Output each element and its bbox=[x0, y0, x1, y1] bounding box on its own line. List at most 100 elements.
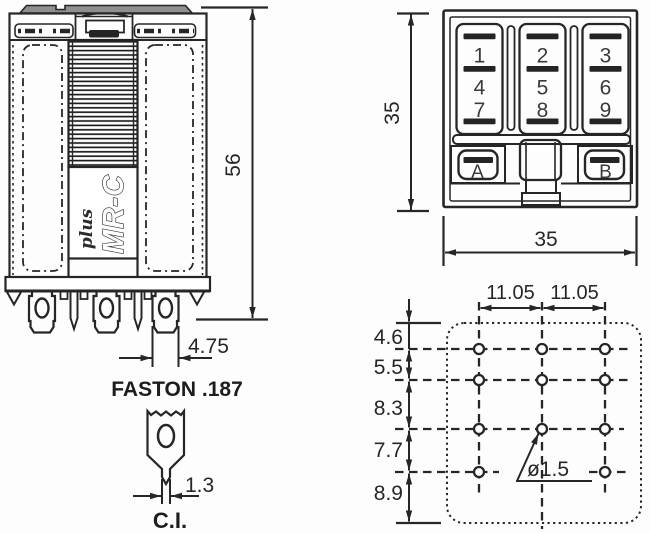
terminal-b: B bbox=[599, 162, 612, 183]
hole-dia-leader bbox=[516, 433, 540, 482]
hole bbox=[472, 342, 486, 356]
inner-cavity-left bbox=[22, 44, 63, 272]
latch-step-1 bbox=[525, 179, 557, 194]
dim-row-3-label: 8.3 bbox=[374, 397, 403, 420]
well-divider-sliver-1 bbox=[506, 25, 516, 131]
inner-cavity-right bbox=[145, 44, 194, 272]
pin-guide bbox=[143, 290, 153, 300]
relay-bottom-view: 1 2 3 4 5 6 7 8 9 A B bbox=[381, 9, 639, 266]
hole bbox=[598, 373, 612, 387]
faston-hole-3 bbox=[157, 297, 174, 319]
ci-pin-detail: 1.3 C.I. bbox=[133, 407, 214, 533]
slot bbox=[526, 118, 559, 125]
slot bbox=[463, 33, 496, 40]
slot bbox=[463, 118, 496, 125]
hole bbox=[472, 373, 486, 387]
foot-left bbox=[6, 291, 22, 307]
slot bbox=[526, 66, 559, 72]
hole-dia-label: ø1.5 bbox=[527, 458, 569, 481]
foot-right bbox=[189, 291, 205, 307]
hole bbox=[598, 465, 612, 479]
terminal-8: 8 bbox=[537, 99, 549, 122]
dim-row-2-label: 5.5 bbox=[374, 356, 403, 379]
dim-rows-chain: 4.6 5.5 8.3 7.7 8.9 bbox=[374, 299, 441, 525]
drill-holes bbox=[472, 342, 612, 479]
hole bbox=[472, 465, 486, 479]
brand-text: MR-C bbox=[98, 174, 130, 254]
dim-35v-label: 35 bbox=[381, 101, 404, 124]
faston-terminal-1 bbox=[27, 291, 57, 334]
dim-56-label: 56 bbox=[222, 153, 245, 176]
hole bbox=[598, 342, 612, 356]
faston-type-label: FASTON .187 bbox=[111, 378, 243, 401]
faston-hole-2 bbox=[98, 297, 115, 319]
top-band-left-detail bbox=[14, 23, 74, 39]
divider-band bbox=[452, 134, 631, 145]
faston-terminals bbox=[27, 291, 180, 334]
latch-strip-hatched bbox=[67, 38, 139, 169]
pin-guide bbox=[59, 290, 69, 300]
ci-label: C.I. bbox=[153, 508, 187, 533]
slot bbox=[526, 33, 559, 40]
faston-hole-1 bbox=[34, 297, 50, 319]
dim-row-1-label: 4.6 bbox=[374, 326, 403, 349]
dim-475-label: 4.75 bbox=[188, 335, 229, 358]
faston-terminal-3 bbox=[151, 291, 180, 334]
socket-inner-square bbox=[449, 16, 632, 202]
dim-56: 56 bbox=[196, 6, 268, 321]
terminal-5: 5 bbox=[537, 77, 549, 100]
ci-pin-2 bbox=[133, 291, 143, 333]
ci-pins bbox=[59, 290, 153, 333]
slot bbox=[590, 157, 620, 163]
plateau-slot bbox=[89, 30, 119, 38]
slot bbox=[589, 33, 622, 40]
coil-well-a bbox=[457, 149, 499, 181]
hole bbox=[535, 342, 549, 356]
brand-label-plate bbox=[67, 165, 139, 260]
relay-top-cap bbox=[18, 4, 194, 14]
pcb-drill-plan: 11.05 11.05 4.6 5.5 8.3 7.7 8.9 ø1.5 bbox=[374, 282, 642, 529]
ci-terminal-outline bbox=[146, 407, 186, 487]
pin-guide bbox=[123, 290, 133, 300]
ci-terminal-hole bbox=[156, 423, 176, 449]
board-outline-dotted bbox=[446, 322, 642, 524]
terminal-9: 9 bbox=[600, 99, 612, 122]
pin-guide bbox=[79, 290, 89, 300]
brand-suffix-text: plus bbox=[77, 208, 97, 249]
dim-35-vertical: 35 bbox=[381, 12, 429, 213]
terminal-2: 2 bbox=[537, 45, 549, 68]
dim-35-horizontal: 35 bbox=[442, 216, 638, 266]
faston-terminal-2 bbox=[92, 291, 121, 334]
terminal-1: 1 bbox=[474, 45, 486, 68]
coil-wells: A B bbox=[450, 138, 633, 206]
terminal-6: 6 bbox=[600, 77, 612, 100]
dim-row-5-label: 8.9 bbox=[374, 482, 403, 505]
coil-well-b bbox=[583, 149, 626, 181]
hole bbox=[598, 422, 612, 436]
base-plate bbox=[4, 275, 212, 293]
terminal-a: A bbox=[471, 162, 484, 183]
dim-4-75: 4.75 bbox=[119, 326, 229, 367]
slot bbox=[589, 118, 622, 125]
slot bbox=[463, 157, 493, 163]
well-divider-sliver-2 bbox=[569, 25, 579, 131]
dim-cols: 11.05 11.05 bbox=[480, 282, 604, 312]
terminal-wells: 1 2 3 4 5 6 7 8 9 bbox=[455, 22, 630, 136]
terminal-3: 3 bbox=[600, 45, 612, 68]
relay-side-view: MR-C plus 56 bbox=[4, 4, 268, 401]
latch-step-2 bbox=[521, 192, 561, 206]
hole bbox=[535, 373, 549, 387]
hole-dia-callout: ø1.5 bbox=[516, 433, 592, 482]
slot bbox=[463, 66, 496, 72]
dim-1105-left-label: 11.05 bbox=[486, 282, 535, 304]
ci-pin-1 bbox=[69, 291, 79, 333]
socket-outer-square bbox=[442, 9, 639, 209]
terminal-4: 4 bbox=[474, 77, 486, 100]
slot bbox=[589, 66, 622, 72]
dim-row-4-label: 7.7 bbox=[374, 439, 403, 462]
dim-13-label: 1.3 bbox=[185, 474, 214, 497]
dim-1105-right-label: 11.05 bbox=[550, 282, 599, 304]
hole bbox=[535, 422, 549, 436]
